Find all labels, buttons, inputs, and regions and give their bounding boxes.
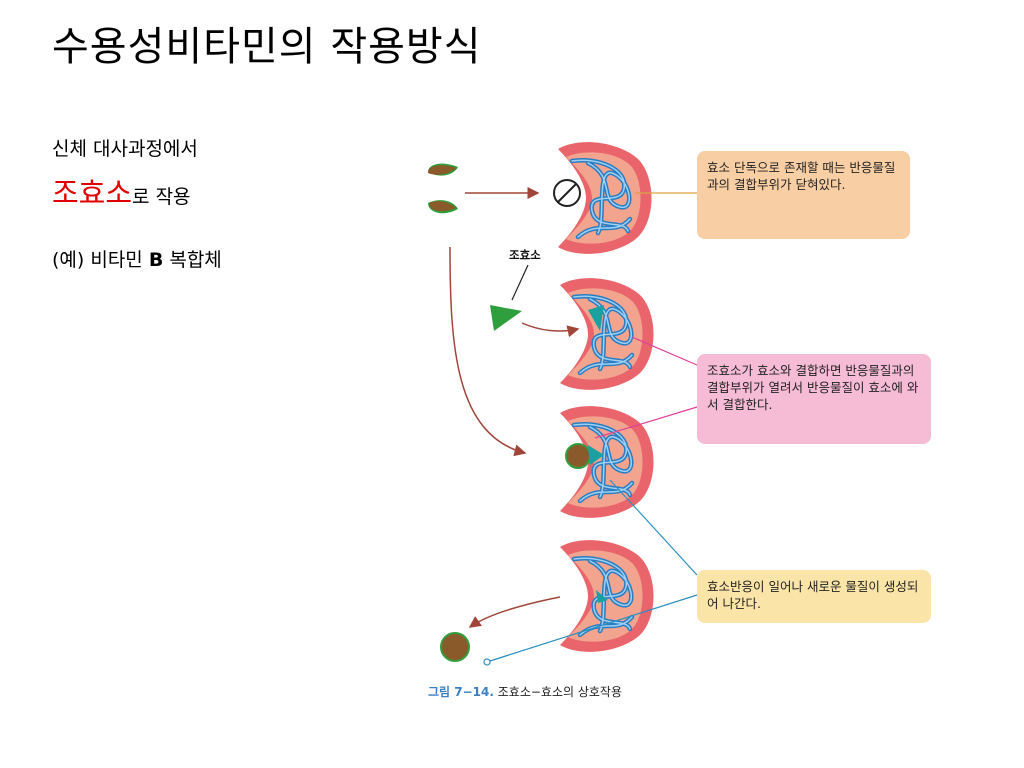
body-line-metabolism: 신체 대사과정에서 <box>52 138 198 160</box>
caption-text: 조효소−효소의 상호작용 <box>493 685 623 699</box>
slide-title: 수용성비타민의 작용방식 <box>52 24 482 70</box>
example-bold: B <box>148 249 164 271</box>
product-icon <box>440 632 491 666</box>
coenzyme-highlight: 조효소 <box>52 176 133 210</box>
callout-closed: 효소 단독으로 존재할 때는 반응물질과의 결합부위가 닫혀있다. <box>697 151 910 239</box>
enzyme-release-icon <box>560 540 654 652</box>
body-line-example: (예) 비타민 B 복합체 <box>52 245 222 272</box>
coenzyme-rest: 로 작용 <box>132 186 191 208</box>
enzyme-open-icon <box>560 278 654 390</box>
enzyme-coenzyme-figure <box>428 135 698 666</box>
example-suffix: 복합체 <box>163 249 222 271</box>
arrow-substrate-down-icon <box>449 246 527 457</box>
coenzyme-label: 조효소 <box>509 248 541 262</box>
enzyme-closed-icon <box>558 142 652 254</box>
body-line-coenzyme: 조효소로 작용 <box>52 170 191 212</box>
callout-product: 효소반응이 일어나 새로운 물질이 생성되어 나간다. <box>697 570 931 623</box>
substrate-icon <box>428 163 458 214</box>
callout-open: 조효소가 효소와 결합하면 반응물질과의 결합부위가 열려서 반응물질이 효소에… <box>697 354 931 444</box>
coenzyme-icon <box>490 305 522 331</box>
figure-caption: 그림 7−14. 조효소−효소의 상호작용 <box>428 683 622 700</box>
example-prefix: (예) 비타민 <box>52 249 149 271</box>
caption-number: 그림 7−14. <box>428 685 494 699</box>
blocked-icon <box>553 179 581 207</box>
